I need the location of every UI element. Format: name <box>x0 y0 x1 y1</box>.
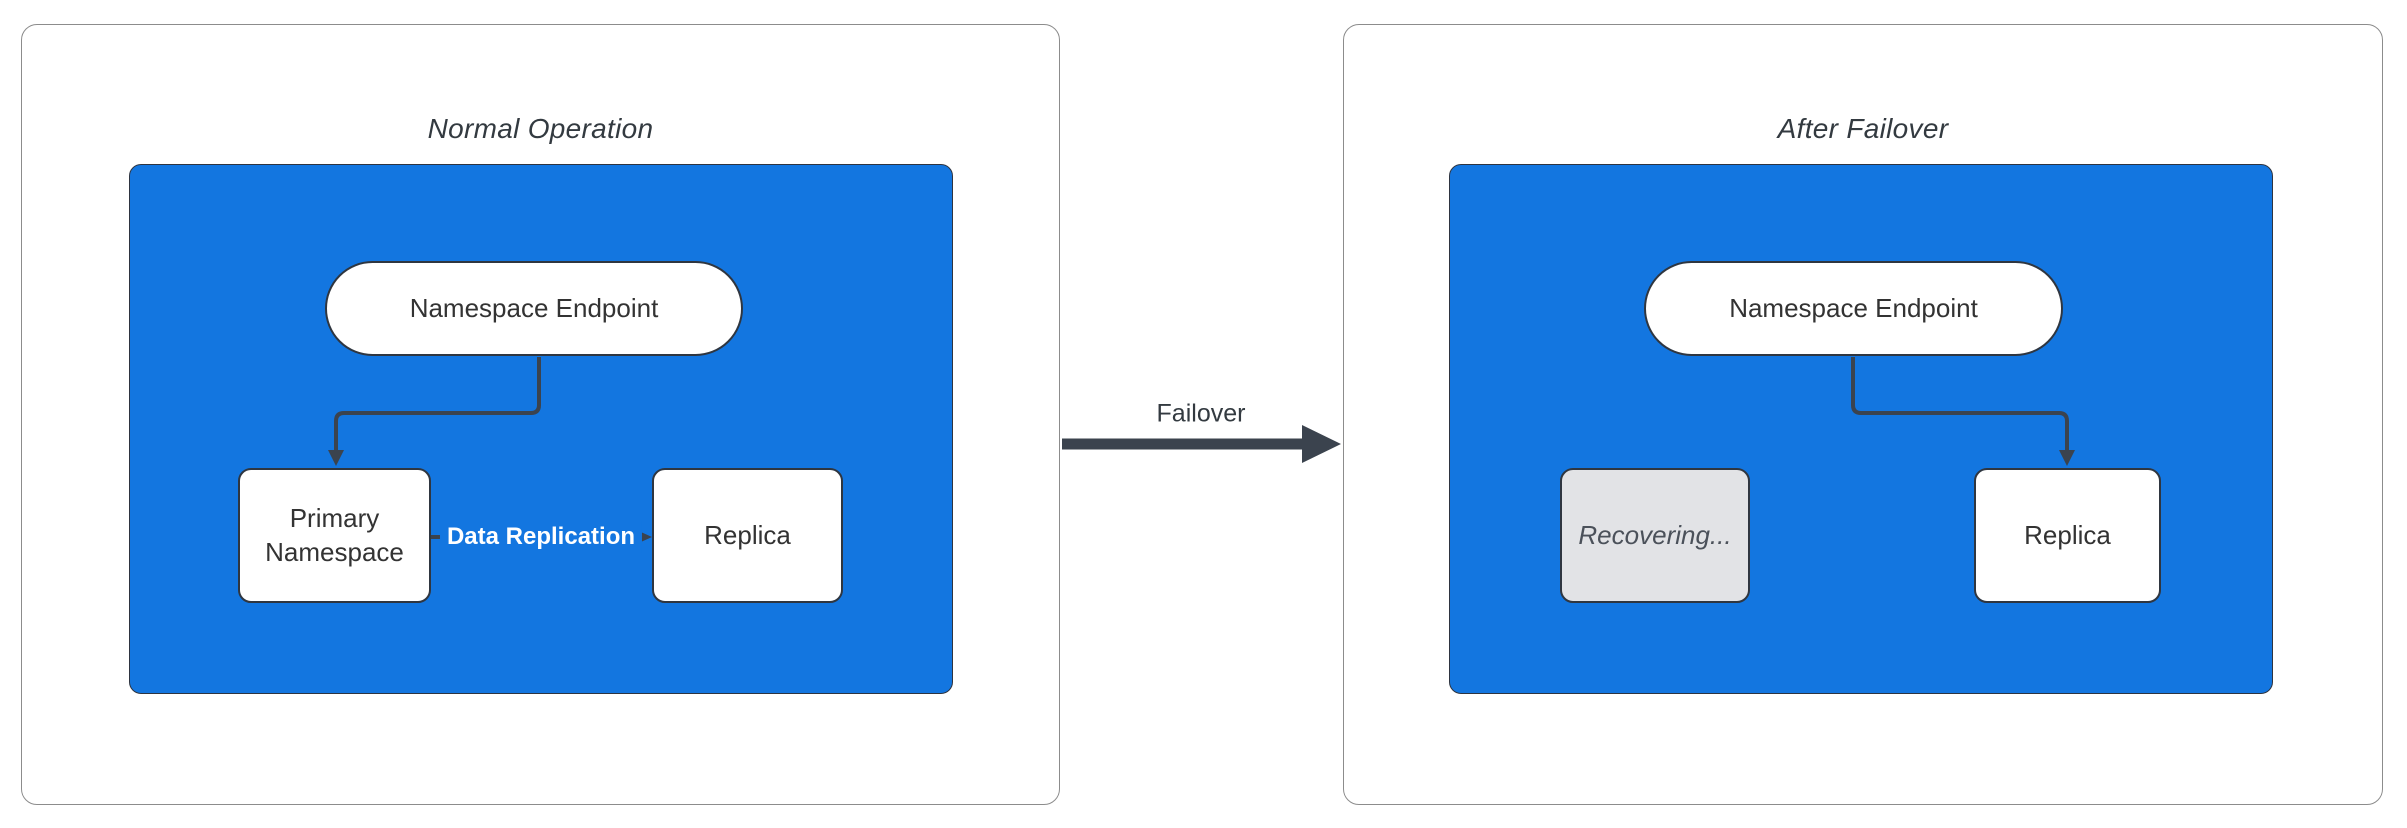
node-replica-right: Replica <box>1974 468 2161 603</box>
node-label: Namespace Endpoint <box>1729 292 1978 323</box>
node-namespace-endpoint-left: Namespace Endpoint <box>325 261 743 356</box>
node-replica-left: Replica <box>652 468 843 603</box>
node-namespace-endpoint-right: Namespace Endpoint <box>1644 261 2063 356</box>
node-label: Primary Namespace <box>265 502 404 567</box>
panel-title-after-failover: After Failover <box>1777 113 1949 144</box>
node-recovering: Recovering... <box>1560 468 1750 603</box>
node-label: Namespace Endpoint <box>409 292 659 323</box>
node-label: Replica <box>704 519 791 550</box>
failover-arrow-label: Failover <box>1156 399 1246 428</box>
node-label: Replica <box>2024 519 2111 550</box>
edge-label-data-replication: Data Replication <box>439 521 643 553</box>
cluster-after-failover <box>1449 164 2273 694</box>
failover-arrow <box>1062 425 1341 463</box>
node-primary-namespace: Primary Namespace <box>238 468 431 603</box>
panel-title-normal-operation: Normal Operation <box>427 113 654 144</box>
cluster-normal-operation <box>129 164 953 694</box>
node-label: Recovering... <box>1578 519 1732 550</box>
